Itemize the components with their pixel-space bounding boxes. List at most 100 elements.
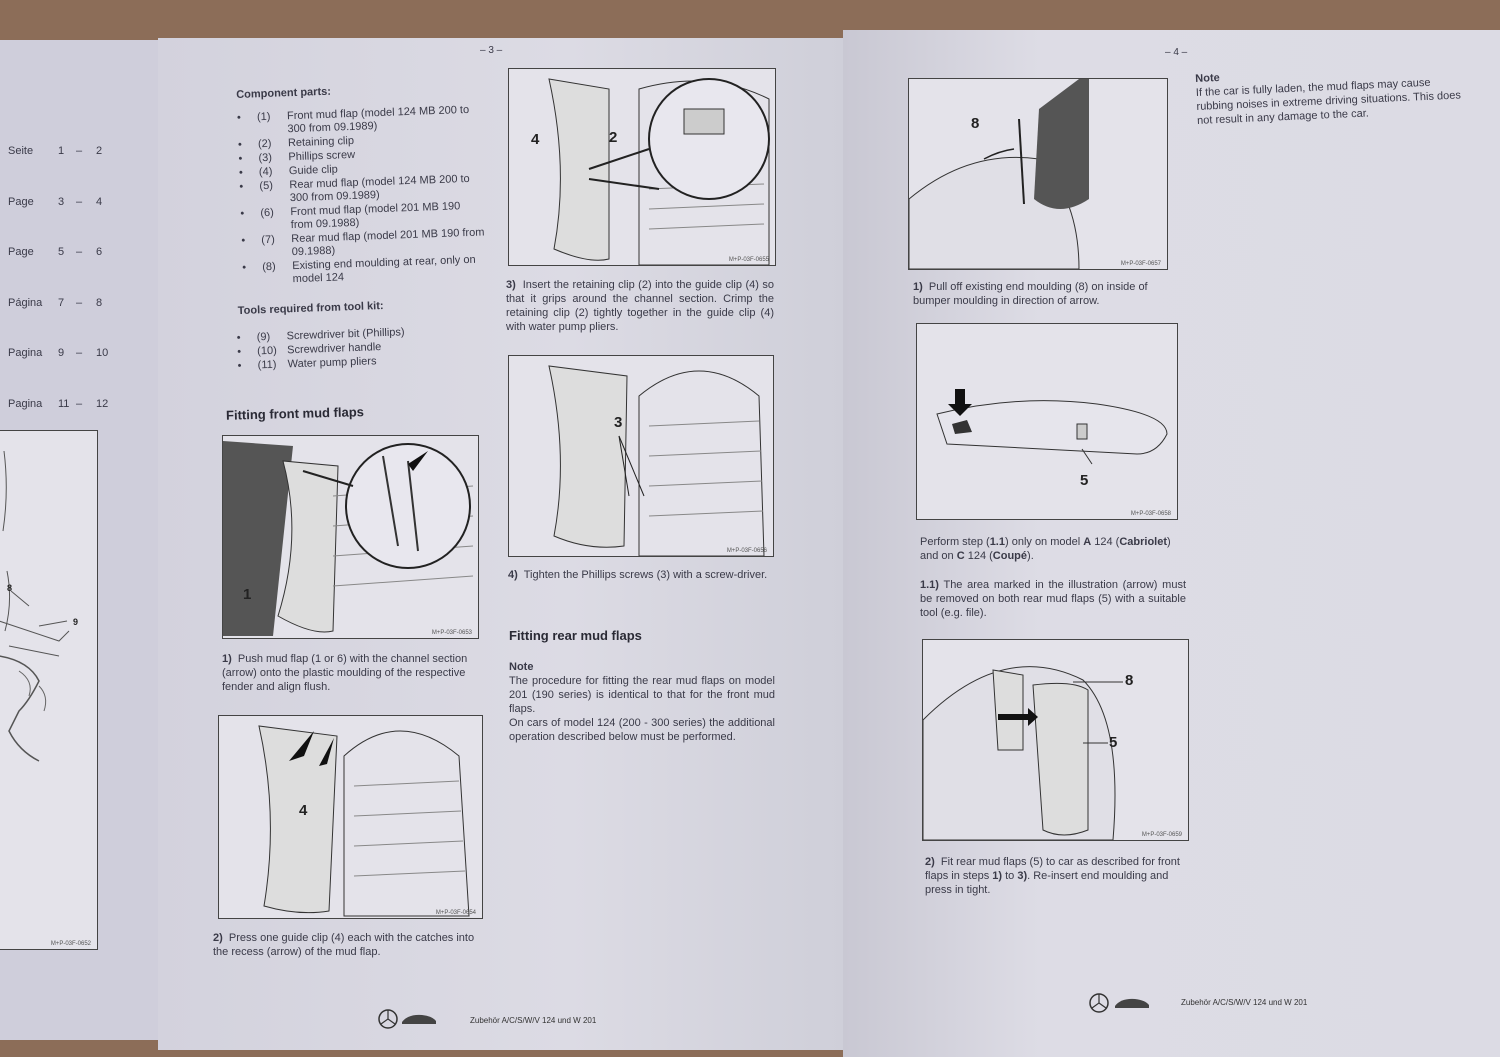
text: Coupé (992, 550, 1028, 562)
front-flap-drawing (223, 441, 474, 636)
toc-dash: – (76, 195, 83, 208)
item-text: Guide clip (288, 163, 339, 178)
component-parts-section: Component parts: (1)Front mud flap (mode… (236, 79, 491, 373)
tools-list: (9)Screwdriver bit (Phillips)(10)Screwdr… (237, 323, 491, 373)
figure-0659: 8 5 M+P-03F-0659 (922, 639, 1189, 841)
callout-4: 4 (299, 802, 308, 819)
toc-to: 2 (96, 145, 103, 157)
item-text: Front mud flap (model 124 MB 200 to 300 … (286, 103, 470, 136)
callout-3: 3 (614, 414, 623, 431)
figure-code: M+P-03F-0654 (435, 910, 476, 916)
item-number: (8) (262, 260, 276, 274)
section-heading-rear: Fitting rear mud flaps (509, 628, 642, 643)
figure-code: M+P-03F-0659 (1141, 832, 1182, 838)
toc-label: Pagina (8, 397, 43, 410)
callout-8: 8 (7, 583, 13, 593)
toc-to: 10 (96, 347, 109, 359)
step-number: 3) (506, 279, 516, 291)
step-r1: 1) Pull off existing end moulding (8) on… (913, 280, 1173, 308)
figure-code: M+P-03F-0656 (726, 548, 767, 554)
toc-to: 8 (96, 296, 103, 309)
phillips-screws-drawing (548, 365, 765, 556)
text: A (1083, 536, 1092, 548)
text: 124 ( (1091, 536, 1120, 548)
step-3: 3) Insert the retaining clip (2) into th… (506, 278, 774, 334)
figure-0653: 1 M+P-03F-0653 (222, 435, 479, 639)
toc-label: Page (8, 246, 34, 258)
item-text: Front mud flap (model 201 MB 190 from 09… (290, 200, 461, 232)
item-number: (3) (258, 151, 273, 165)
item-text: Water pump pliers (287, 355, 377, 371)
callout-9: 9 (73, 617, 79, 627)
callout-5: 5 (1080, 472, 1089, 489)
callout-5: 5 (1109, 734, 1118, 751)
toc-from: 1 (58, 145, 65, 157)
step-text: Pull off existing end moulding (8) on in… (913, 281, 1148, 307)
toc-dash: – (76, 347, 83, 359)
step-number: 1) (222, 653, 232, 665)
text: 124 ( (964, 550, 993, 562)
toc-label: Page (8, 195, 34, 208)
text: 1.1 (989, 536, 1005, 548)
text: Fit rear mud flaps (5) to car as describ… (925, 856, 1180, 882)
figure-0655: 4 2 M+P-03F-0655 (508, 68, 776, 266)
callout-4: 4 (531, 131, 540, 148)
item-text: Phillips screw (288, 148, 356, 164)
page-3: – 3 – Component parts: (1)Front mud flap… (158, 38, 843, 1050)
figure-code: M+P-03F-0652 (50, 941, 91, 947)
toc-from: 9 (58, 347, 65, 359)
text: 1) (992, 870, 1003, 882)
item-text: Rear mud flap (model 201 MB 190 from 09.… (291, 226, 485, 259)
step-r2: 2) Fit rear mud flaps (5) to car as desc… (925, 855, 1193, 897)
item-number: (4) (258, 165, 273, 179)
step-number: 2) (925, 856, 935, 868)
text: ). (1027, 550, 1034, 562)
section-heading-front: Fitting front mud flaps (225, 404, 365, 423)
toc-from: 3 (58, 195, 65, 208)
toc-to: 12 (96, 397, 109, 410)
step-1: 1) Push mud flap (1 or 6) with the chann… (222, 652, 480, 694)
figure-0652: 8 9 M+P-03F-0652 (0, 430, 98, 950)
item-text: Existing end moulding at rear, only on m… (292, 253, 476, 286)
text: C (956, 550, 965, 562)
callout-8: 8 (1125, 672, 1134, 689)
figure-0657: 8 M+P-03F-0657 (908, 78, 1168, 270)
step-number: 1.1) (920, 579, 939, 591)
toc-dash: – (76, 296, 83, 309)
callout-2: 2 (609, 129, 618, 146)
note-box: Note If the car is fully laden, the mud … (1195, 60, 1462, 128)
text: 3) (1017, 870, 1028, 882)
note-rear: Note The procedure for fitting the rear … (509, 660, 775, 744)
figure-code: M+P-03F-0655 (728, 257, 769, 263)
rear-flap-fit-drawing (923, 666, 1123, 840)
item-number: (7) (261, 233, 275, 247)
step-text: Push mud flap (1 or 6) with the channel … (222, 653, 468, 693)
item-number: (9) (256, 330, 271, 344)
callout-8: 8 (971, 115, 980, 132)
page-4: – 4 – 8 M+P-03F-0657 1) Pull off existin… (843, 30, 1500, 1057)
end-moulding-drawing (909, 79, 1089, 269)
step-text: The area marked in the illustration (arr… (920, 579, 1186, 619)
rear-flap-top-drawing (936, 389, 1168, 465)
toc-to: 4 (96, 195, 103, 208)
item-number: (2) (257, 137, 272, 151)
step-number: 2) (213, 932, 223, 944)
text: Cabriolet (1119, 536, 1168, 548)
toc-from: 7 (58, 296, 65, 309)
guide-clip-drawing (258, 725, 470, 917)
step-text: Insert the retaining clip (2) into the g… (506, 279, 774, 333)
item-number: (11) (257, 358, 277, 372)
toc-label: Seite (8, 145, 34, 157)
figure-code: M+P-03F-0658 (1130, 511, 1171, 517)
footer: Zubehör A/C/S/W/V 124 und W 201 (470, 1016, 597, 1025)
component-heading: Component parts: (236, 85, 332, 101)
text: to (1002, 870, 1018, 882)
retaining-clip-drawing (548, 78, 770, 265)
step-number: 1) (913, 281, 923, 293)
callout-1: 1 (243, 586, 252, 603)
perform-step-note: Perform step (1.1) only on model A 124 (… (920, 535, 1190, 563)
figure-code: M+P-03F-0653 (431, 630, 472, 636)
text: ) (1167, 536, 1171, 548)
exploded-parts-drawing (0, 450, 70, 762)
